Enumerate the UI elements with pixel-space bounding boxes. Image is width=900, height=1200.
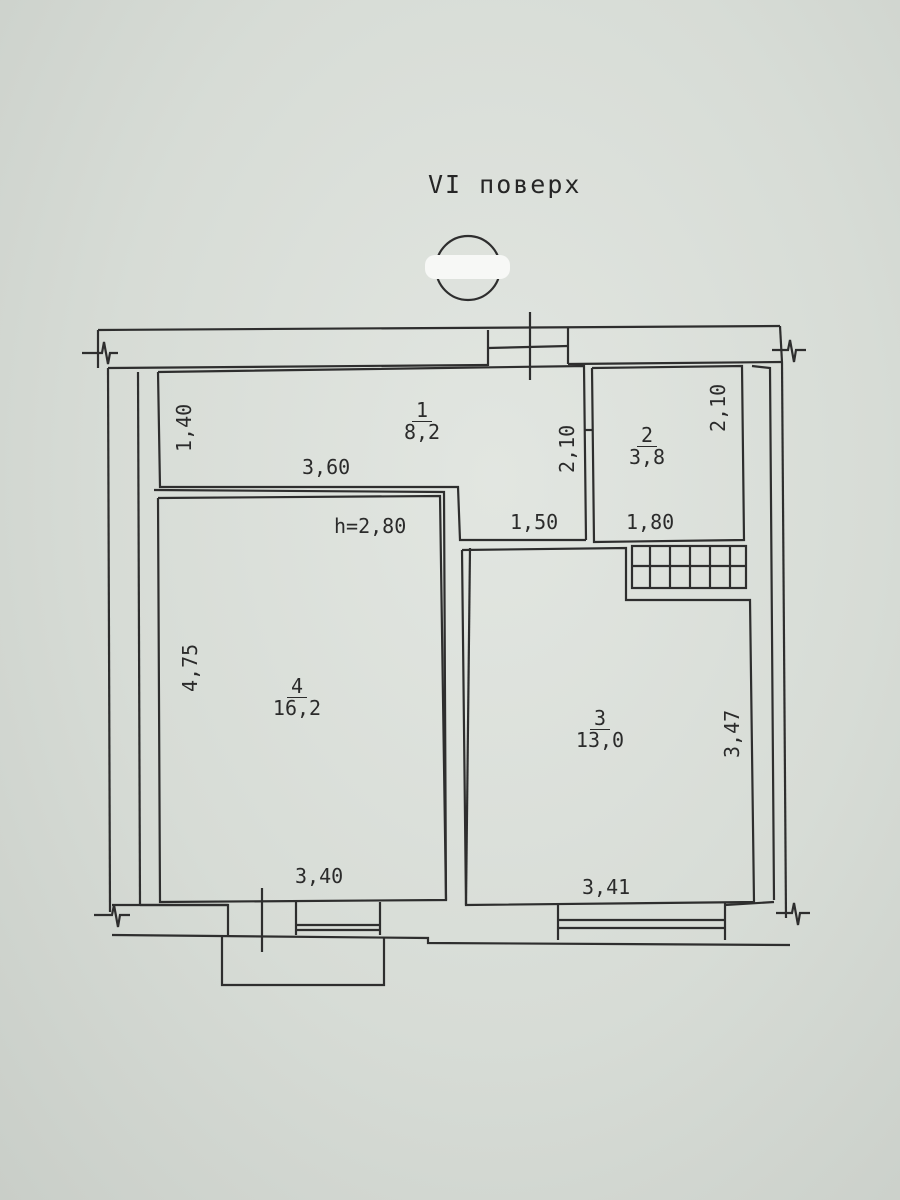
room-3-number: 3 — [589, 708, 611, 730]
room-1-outline — [153, 364, 588, 901]
room-3-area: 13,0 — [575, 728, 625, 752]
dimension-room4-width: 3,40 — [295, 864, 344, 888]
room-2-number: 2 — [636, 425, 658, 447]
outer-wall-bottom — [94, 888, 810, 987]
dimension-corridor-width: 1,50 — [510, 510, 559, 534]
floor-title: VI поверх — [428, 170, 582, 199]
dimension-room3-height: 3,47 — [720, 709, 744, 758]
dimension-room1-width: 3,60 — [302, 455, 351, 479]
dimension-room2-height: 2,10 — [706, 383, 730, 432]
ceiling-height-label: h=2,80 — [334, 514, 407, 538]
dimension-room1-height: 1,40 — [172, 403, 196, 452]
room-1-label: 1 8,2 — [387, 400, 457, 443]
outer-wall-left — [106, 367, 142, 913]
room-3-outline — [460, 546, 756, 907]
outer-wall-right — [751, 361, 788, 919]
room-4-number: 4 — [286, 676, 308, 698]
dimension-room3-width: 3,41 — [582, 875, 631, 899]
room-1-number: 1 — [411, 400, 433, 422]
room-2-area: 3,8 — [628, 445, 666, 469]
room-3-label: 3 13,0 — [565, 708, 635, 751]
room-4-label: 4 16,2 — [262, 676, 332, 719]
compass-circle-icon — [425, 234, 510, 302]
ventilation-shaft — [630, 544, 748, 590]
room-4-outline — [156, 494, 448, 904]
room-1-area: 8,2 — [403, 420, 441, 444]
dimension-room1-right-height: 2,10 — [555, 424, 579, 473]
dimension-room4-height: 4,75 — [178, 643, 202, 692]
room-2-label: 2 3,8 — [612, 425, 682, 468]
dimension-room2-width: 1,80 — [626, 510, 675, 534]
outer-wall-top — [82, 312, 806, 380]
room-2-outline — [584, 364, 746, 544]
room-4-area: 16,2 — [272, 696, 322, 720]
